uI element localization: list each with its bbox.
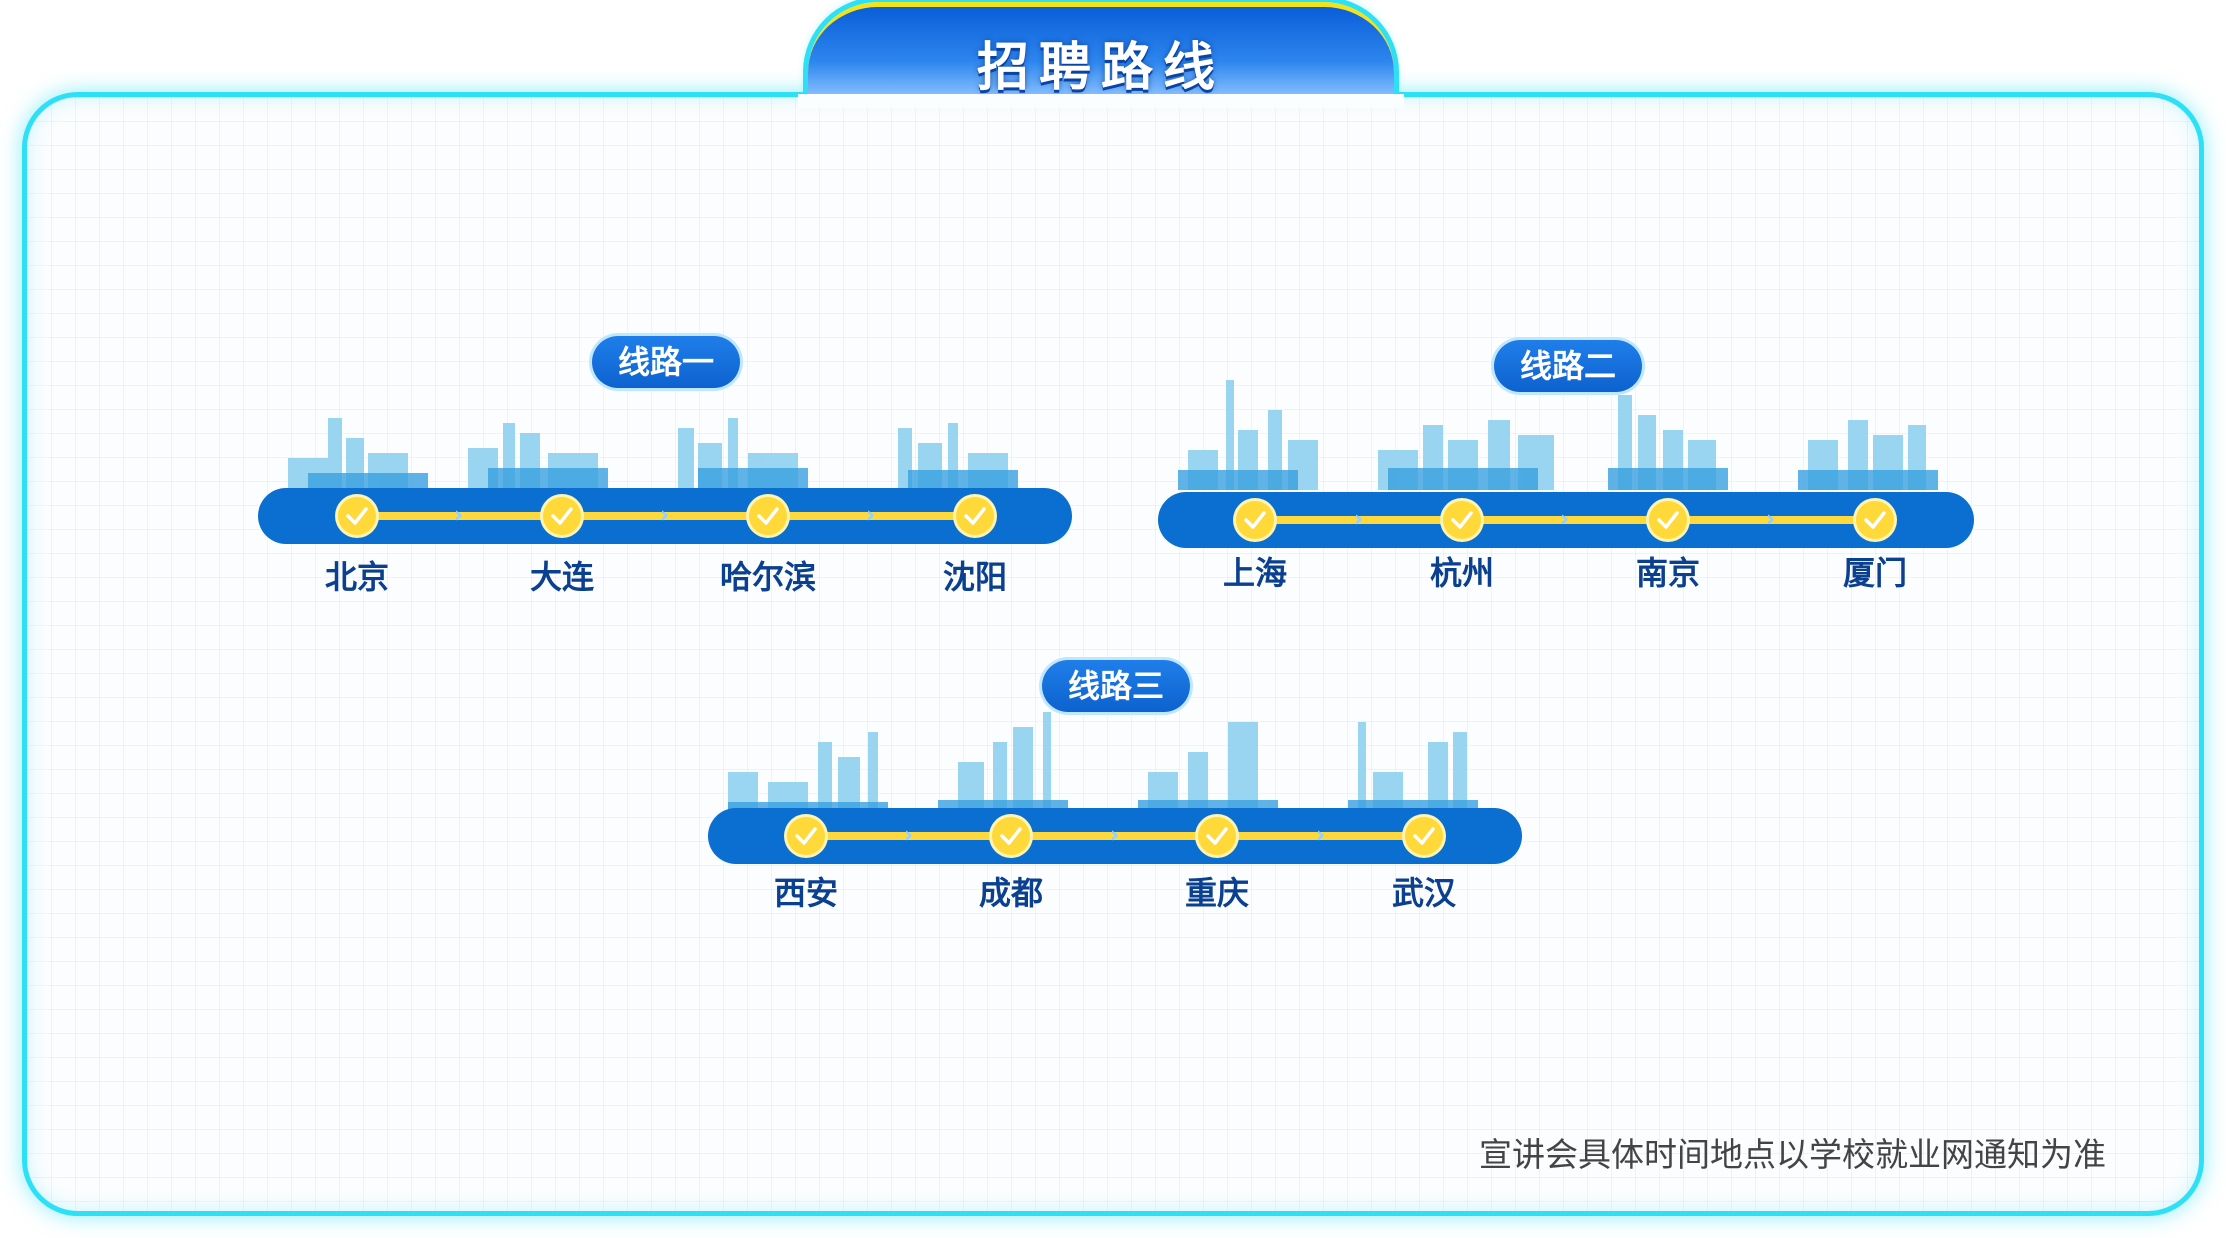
skyline-illustration [728, 712, 1478, 822]
city-name: 大连 [529, 558, 594, 596]
city-name: 南京 [1635, 554, 1700, 592]
arrow-right-icon: › [904, 823, 914, 848]
route-track [353, 512, 973, 520]
stop-check-icon [1856, 501, 1894, 539]
route-label: 线路一 [592, 336, 740, 388]
arrow-right-icon: › [454, 503, 464, 528]
stop-check-icon [543, 497, 581, 535]
route-1: 线路一 › › › 北京 大连 哈尔滨 沈阳 [258, 336, 1072, 606]
arrow-right-icon: › [1560, 507, 1570, 532]
arrow-right-icon: › [866, 503, 876, 528]
city-name: 上海 [1222, 554, 1287, 592]
city-name: 哈尔滨 [719, 558, 816, 596]
footnote: 宣讲会具体时间地点以学校就业网通知为准 [1479, 1135, 2106, 1174]
arrow-right-icon: › [1766, 507, 1776, 532]
stop-check-icon [956, 497, 994, 535]
city-name: 杭州 [1429, 554, 1494, 592]
city-name: 厦门 [1842, 554, 1907, 592]
arrow-right-icon: › [1110, 823, 1120, 848]
city-name: 西安 [773, 874, 838, 912]
arrow-right-icon: › [1354, 507, 1364, 532]
route-2: 线路二 › › › 上海 杭州 南京 厦门 [1158, 340, 1974, 610]
page-title: 招聘路线 [976, 38, 1225, 98]
skyline-illustration [288, 418, 1018, 498]
stop-check-icon [992, 817, 1030, 855]
skyline-illustration [1178, 380, 1938, 490]
route-track [803, 832, 1423, 840]
arrow-right-icon: › [660, 503, 670, 528]
stop-check-icon [1236, 501, 1274, 539]
content-panel [22, 92, 2204, 1216]
route-track [1253, 516, 1873, 524]
stop-check-icon [1198, 817, 1236, 855]
stop-check-icon [1443, 501, 1481, 539]
title-tab: 招聘路线 [798, 2, 1404, 108]
stop-check-icon [1649, 501, 1687, 539]
arrow-right-icon: › [1316, 823, 1326, 848]
stop-check-icon [338, 497, 376, 535]
stop-check-icon [1405, 817, 1443, 855]
city-name: 重庆 [1184, 874, 1249, 912]
stop-check-icon [749, 497, 787, 535]
city-name: 沈阳 [942, 558, 1007, 596]
city-name: 武汉 [1391, 874, 1456, 912]
city-name: 北京 [324, 558, 389, 596]
city-name: 成都 [978, 874, 1043, 912]
route-3: 线路三 › › › 西安 成都 重庆 武汉 [708, 660, 1522, 930]
route-label: 线路三 [1042, 660, 1190, 712]
route-label: 线路二 [1494, 340, 1642, 392]
stop-check-icon [787, 817, 825, 855]
